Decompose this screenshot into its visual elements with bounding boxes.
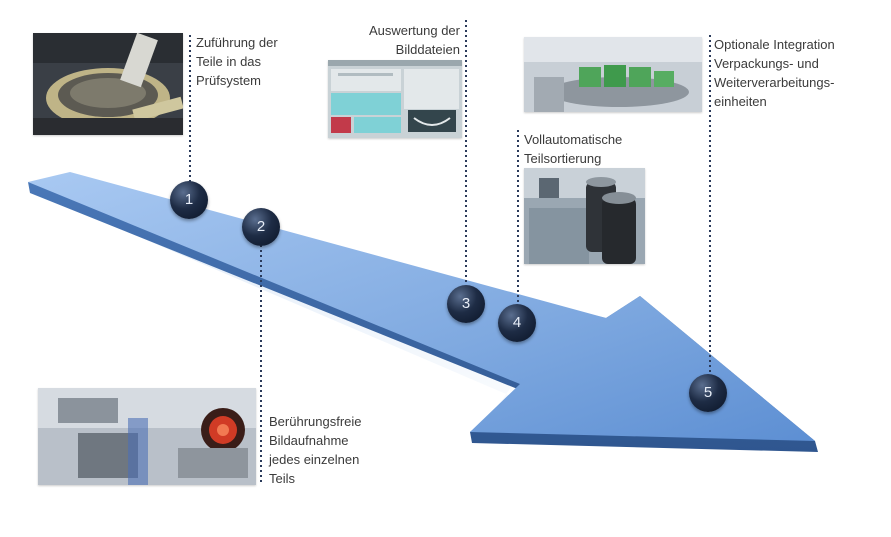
step-marker-2: 2 bbox=[242, 208, 280, 246]
arrow-top bbox=[28, 172, 815, 441]
step-label-4: Vollautomatische Teilsortierung bbox=[524, 132, 623, 166]
packaging-station-photo bbox=[524, 37, 702, 112]
step-marker-3: 3 bbox=[447, 285, 485, 323]
step-marker-4: 4 bbox=[498, 304, 536, 342]
vibratory-bowl-feeder-photo bbox=[33, 33, 183, 135]
step-label-3: Auswertung der Bilddateien bbox=[368, 23, 460, 57]
camera-inspection-photo bbox=[38, 388, 256, 485]
step-label-2: Berührungsfreie Bildaufnahme jedes einze… bbox=[269, 414, 362, 486]
step-marker-1: 1 bbox=[170, 181, 208, 219]
step-marker-5: 5 bbox=[689, 374, 727, 412]
step-label-1: Zuführung der Teile in das Prüfsystem bbox=[196, 35, 278, 88]
sorting-bins-photo bbox=[524, 168, 645, 264]
software-screen-photo bbox=[328, 60, 462, 138]
step-label-5: Optionale Integration Verpackungs- und W… bbox=[714, 37, 835, 109]
